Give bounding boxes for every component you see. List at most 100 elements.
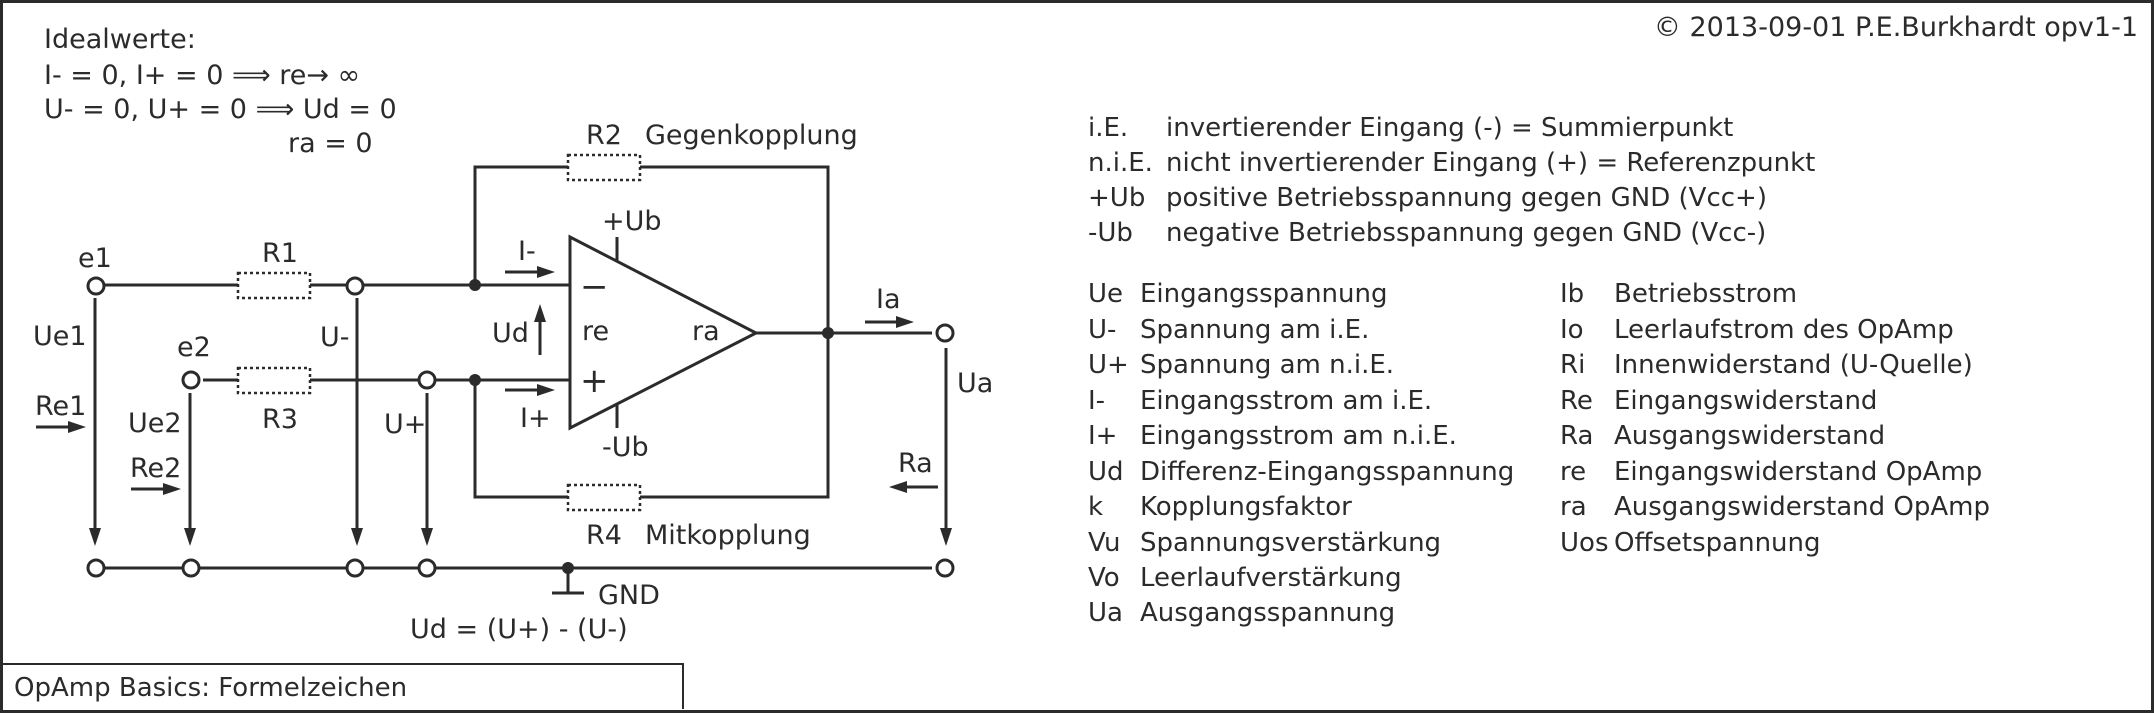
terminal-ground	[181, 558, 201, 578]
ideal-title: Idealwerte:	[44, 24, 196, 55]
ideal-line-1: I- = 0, I+ = 0 ⟹ re→ ∞	[44, 60, 360, 91]
ud-arrow	[534, 304, 546, 355]
terminal-ua	[935, 323, 955, 343]
symbol-abbr: Re	[1560, 386, 1593, 416]
label-ue2: Ue2	[128, 408, 182, 439]
i-minus-arrow	[505, 266, 555, 278]
symbol-desc: Betriebsstrom	[1614, 279, 1797, 309]
label-mitkopplung: Mitkopplung	[645, 520, 811, 551]
symbol-abbr: Uos	[1560, 528, 1608, 558]
label-plus-ub: +Ub	[602, 206, 662, 237]
label-i-plus: I+	[520, 403, 551, 434]
label-u-plus: U+	[384, 409, 426, 440]
label-i-minus: I-	[518, 236, 536, 267]
symbol-desc: Eingangsstrom am n.i.E.	[1140, 421, 1457, 451]
junction-dot	[822, 327, 834, 339]
label-r4: R4	[586, 520, 622, 551]
symbol-desc: Eingangswiderstand OpAmp	[1614, 457, 1982, 487]
symbol-desc: Eingangsstrom am i.E.	[1140, 386, 1432, 416]
opamp-triangle	[568, 234, 760, 431]
re2-arrow	[131, 483, 181, 495]
ia-arrow	[865, 316, 914, 328]
symbol-abbr: k	[1088, 492, 1103, 522]
symbol-desc: Ausgangsspannung	[1140, 598, 1395, 628]
inverting-input-sign: −	[580, 267, 609, 307]
term-abbr: -Ub	[1088, 218, 1133, 248]
label-u-minus: U-	[320, 322, 350, 353]
symbol-desc: Leerlaufverstärkung	[1140, 563, 1402, 593]
label-ra-output: Ra	[898, 448, 933, 479]
ideal-line-2: U- = 0, U+ = 0 ⟹ Ud = 0	[44, 94, 397, 125]
terminal-ground	[935, 558, 955, 578]
term-abbr: +Ub	[1088, 183, 1145, 213]
symbol-abbr: I-	[1088, 386, 1105, 416]
feedback-wire	[473, 165, 830, 333]
symbol-desc: Eingangswiderstand	[1614, 386, 1877, 416]
junction-dot	[469, 374, 481, 386]
label-gegenkopplung: Gegenkopplung	[645, 120, 858, 151]
terminal-u-minus	[345, 276, 365, 296]
symbol-abbr: Io	[1560, 315, 1584, 345]
resistor-r1	[236, 271, 312, 300]
symbol-abbr: re	[1560, 457, 1586, 487]
label-re2: Re2	[130, 453, 181, 484]
resistor-r2	[566, 153, 642, 182]
symbol-abbr: Ib	[1560, 279, 1584, 309]
symbol-abbr: U-	[1088, 315, 1116, 345]
label-ia: Ia	[876, 284, 901, 315]
label-re-internal: re	[582, 316, 609, 347]
symbol-desc: Ausgangswiderstand OpAmp	[1614, 492, 1990, 522]
copyright-text: © 2013-09-01 P.E.Burkhardt opv1-1	[1654, 12, 2138, 43]
symbol-list-right: Ib Betriebsstrom Io Leerlaufstrom des Op…	[1560, 279, 1990, 558]
label-ue1: Ue1	[33, 321, 87, 352]
term-desc: positive Betriebsspannung gegen GND (Vcc…	[1166, 183, 1767, 213]
term-desc: invertierender Eingang (-) = Summierpunk…	[1166, 113, 1733, 143]
symbol-abbr: Ra	[1560, 421, 1593, 451]
term-abbr: i.E.	[1088, 113, 1128, 143]
label-gnd: GND	[598, 580, 660, 611]
symbol-list-left: Ue Eingangsspannung U- Spannung am i.E. …	[1088, 279, 1514, 628]
junction-dot	[562, 562, 574, 574]
ra-arrow	[889, 481, 938, 493]
u-plus-arrow	[421, 393, 433, 546]
terminal-ground	[345, 558, 365, 578]
label-r1: R1	[262, 238, 298, 269]
label-minus-ub: -Ub	[602, 432, 649, 463]
term-desc: nicht invertierender Eingang (+) = Refer…	[1166, 148, 1815, 178]
symbol-desc: Innenwiderstand (U-Quelle)	[1614, 350, 1973, 380]
label-ra-internal: ra	[692, 316, 720, 347]
symbol-desc: Ausgangswiderstand	[1614, 421, 1885, 451]
symbol-abbr: ra	[1560, 492, 1587, 522]
positive-feedback-wire	[473, 333, 830, 499]
symbol-desc: Spannung am n.i.E.	[1140, 350, 1394, 380]
label-ud: Ud	[492, 318, 529, 349]
symbol-desc: Differenz-Eingangsspannung	[1140, 457, 1514, 487]
terminal-ground	[86, 558, 106, 578]
symbol-abbr: U+	[1088, 350, 1129, 380]
re1-arrow	[36, 421, 86, 433]
term-desc: negative Betriebsspannung gegen GND (Vcc…	[1166, 218, 1766, 248]
resistor-r3	[236, 366, 312, 395]
ua-arrow	[940, 348, 952, 546]
label-e1: e1	[78, 243, 112, 274]
label-re1: Re1	[35, 391, 86, 422]
symbol-abbr: Vo	[1088, 563, 1120, 593]
ue1-arrow	[89, 298, 101, 546]
symbol-abbr: Ue	[1088, 279, 1123, 309]
label-e2: e2	[177, 332, 211, 363]
label-r2: R2	[586, 120, 622, 151]
symbol-desc: Kopplungsfaktor	[1140, 492, 1352, 522]
symbol-abbr: Ud	[1088, 457, 1124, 487]
label-r3: R3	[262, 404, 298, 435]
label-ua: Ua	[957, 368, 993, 399]
footer-title: OpAmp Basics: Formelzeichen	[2, 663, 684, 709]
i-plus-arrow	[505, 384, 555, 396]
ideal-line-3: ra = 0	[288, 128, 373, 159]
symbol-desc: Eingangsspannung	[1140, 279, 1388, 309]
symbol-abbr: Ri	[1560, 350, 1585, 380]
resistor-r4	[566, 483, 642, 512]
terminal-ground	[417, 558, 437, 578]
junction-dot	[469, 279, 481, 291]
noninverting-input-sign: +	[580, 361, 609, 401]
